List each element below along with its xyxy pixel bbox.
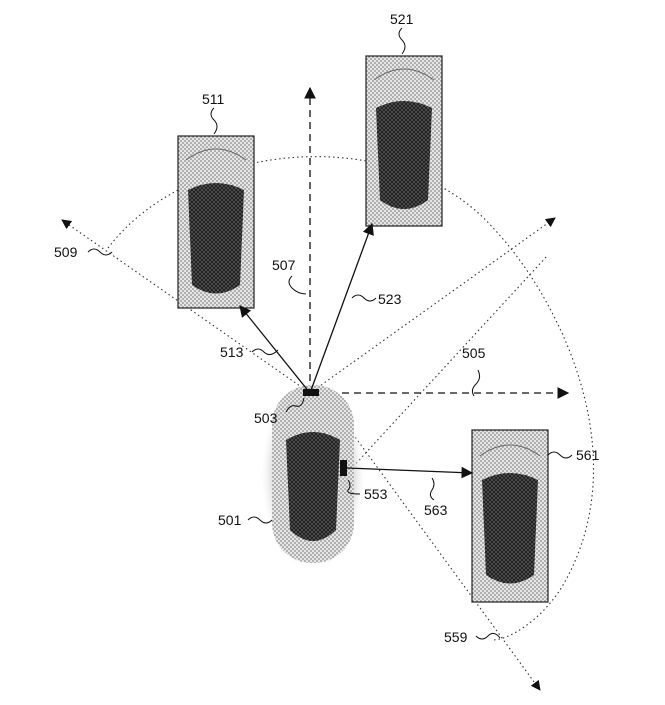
label-559: 559 <box>444 629 468 645</box>
leader-501 <box>247 516 273 524</box>
leader-511 <box>210 107 218 135</box>
leader-523 <box>351 294 377 302</box>
leader-521 <box>398 27 406 55</box>
ego-vehicle <box>261 380 365 570</box>
leader-505 <box>471 369 481 397</box>
left-ray-line <box>239 305 311 394</box>
leader-509 <box>87 248 113 256</box>
leader-561 <box>547 451 573 459</box>
side-sensor <box>340 460 347 476</box>
leader-507 <box>288 275 307 295</box>
front-sensor <box>303 389 319 396</box>
right-vehicle <box>471 429 549 603</box>
label-503: 503 <box>254 410 278 426</box>
leader-553 <box>347 479 361 495</box>
fov-diagonal-line <box>349 254 549 471</box>
label-507: 507 <box>272 257 296 273</box>
leader-559 <box>475 632 501 640</box>
fov-left-edge-line <box>61 219 311 394</box>
leader-513 <box>251 348 279 356</box>
label-509: 509 <box>54 244 78 260</box>
label-513: 513 <box>220 344 244 360</box>
label-511: 511 <box>202 91 225 107</box>
left-vehicle <box>177 135 255 309</box>
fov-upper-right-line <box>309 217 556 394</box>
right-ray-line <box>346 466 474 479</box>
leader-503 <box>285 397 305 413</box>
leader-563 <box>429 477 435 501</box>
front-ray-line <box>309 222 374 394</box>
label-523: 523 <box>378 291 402 307</box>
label-563: 563 <box>424 502 448 518</box>
label-561: 561 <box>576 447 600 463</box>
label-501: 501 <box>218 512 242 528</box>
label-553: 553 <box>364 486 388 502</box>
front-vehicle <box>365 55 443 227</box>
label-521: 521 <box>390 11 414 27</box>
label-505: 505 <box>462 345 486 361</box>
